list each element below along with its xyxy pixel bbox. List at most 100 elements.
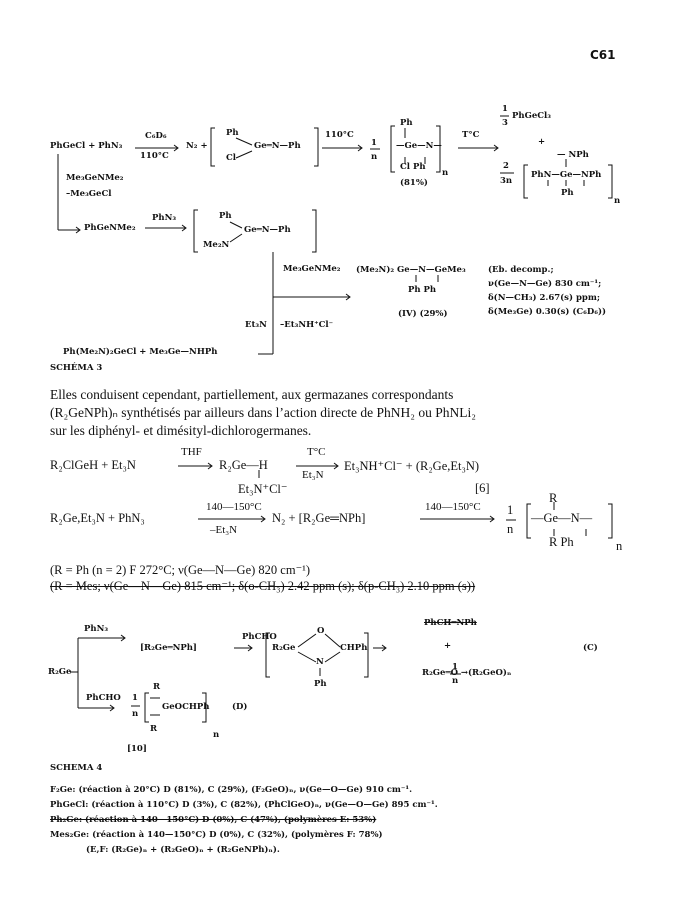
- s4-products-end: (R₂GeO)ₙ: [468, 668, 512, 678]
- s3-right2-mid: PhN—Ge—NPh: [531, 170, 602, 180]
- s4-products-plus: +: [444, 641, 452, 651]
- s3-lower-data2: ν(Ge—N—Ge) 830 cm⁻¹;: [488, 279, 602, 289]
- s3-lower-product-label: (IV) (29%): [398, 309, 448, 319]
- s3-branch-reagent2: –Me₃GeCl: [66, 189, 112, 199]
- s3-right1-den: 3: [502, 118, 508, 128]
- s3-frac-den: n: [371, 152, 378, 162]
- s3-lower-product-sub: Ph Ph: [408, 285, 437, 295]
- s3-frac-num: 1: [371, 138, 377, 148]
- s3-poly-n: n: [442, 168, 449, 178]
- paragraph-line3: sur les diphényl- et dimésityl-dichlorog…: [50, 423, 312, 438]
- s4-label-c: (C): [583, 643, 598, 653]
- s3-poly-bottom: Cl Ph: [400, 162, 426, 172]
- s3-right2-top: — NPh: [557, 150, 589, 160]
- s3-cond-bottom: 110°C: [140, 151, 169, 161]
- s4-ring-right: CHPh: [340, 643, 368, 653]
- eq2-mid: N₂ + [R₂Ge═NPh]: [272, 511, 366, 525]
- s3-n2: N₂ +: [186, 141, 208, 151]
- s3-yield: (81%): [400, 178, 428, 188]
- s4-bottom-r-top: R: [153, 682, 161, 692]
- eq1-cond2-top: T°C: [307, 446, 326, 458]
- s3-branch-cond: PhN₃: [152, 213, 177, 223]
- eq2-cond2: 140—150°C: [425, 501, 481, 513]
- s4-bottom-r-bottom: R: [150, 724, 158, 734]
- eq2-n: n: [616, 539, 623, 553]
- s3-poly-ph: Ph: [400, 118, 413, 128]
- eq2-cond-bottom: –Et₃N: [210, 524, 238, 536]
- eq2-frac-num: 1: [507, 503, 514, 517]
- s3-branch-reagent1: Me₃GeNMe₂: [66, 173, 124, 183]
- s3-lower-data1: (Eb. decomp.;: [488, 265, 554, 275]
- s4-bottom-n: n: [213, 730, 220, 740]
- s3-branch-center: Ge═N—Ph: [244, 225, 291, 235]
- s4-products-bottom: R₂Ge═O →: [422, 668, 469, 678]
- eq1-ref: [6]: [475, 481, 490, 495]
- eq1-cond2-bottom: Et₃N: [302, 469, 324, 481]
- eq1-right: Et₃NH⁺Cl⁻ + (R₂Ge,Et₃N): [344, 459, 480, 473]
- eq2-left: R₂Ge,Et₃N + PhN₃: [50, 511, 145, 525]
- s3-arrow2-cond: 110°C: [325, 130, 354, 140]
- s4-start: R₂Ge: [48, 667, 72, 677]
- s3-lower-start: Ph(Me₂N)₂GeCl + Me₃Ge—NHPh: [63, 347, 218, 357]
- s3-branch-product: PhGeNMe₂: [84, 223, 136, 233]
- s4-bottom-frac-den: n: [132, 709, 139, 719]
- s3-reactants: PhGeCl + PhN₃: [50, 141, 123, 151]
- s3-right1-text: PhGeCl₃: [512, 111, 551, 121]
- eq1-cond: THF: [181, 446, 202, 458]
- s3-bracket-center: Ge═N—Ph: [254, 141, 301, 151]
- eq2-poly-r-top: R: [549, 491, 558, 505]
- eq2-frac-den: n: [507, 522, 514, 536]
- schema4-label: SCHEMA 4: [50, 763, 103, 773]
- eq1-left: R₂ClGeH + Et₃N: [50, 458, 136, 472]
- results-line4: Mes₂Ge: (réaction à 140—150°C) D (0%), C…: [50, 830, 383, 840]
- s4-ring-ph: Ph: [314, 679, 327, 689]
- eq-note1: (R = Ph (n = 2) F 272°C; ν(Ge—N—Ge) 820 …: [50, 563, 311, 577]
- eq2-poly: —Ge—N—: [531, 511, 593, 525]
- s3-bracket-cl: Cl: [226, 153, 236, 163]
- results-line3: Ph₂Ge: (réaction à 140—150°C) D (0%), C …: [50, 815, 377, 825]
- paragraph-line2: (R₂GeNPh)ₙ synthétisés par ailleurs dans…: [50, 405, 476, 420]
- s3-cond-top: C₆D₆: [145, 131, 167, 141]
- s4-bottom-cond: PhCHO: [86, 693, 121, 703]
- paragraph-line1: Elles conduisent cependant, partiellemen…: [50, 387, 454, 402]
- s3-right2-bottom: Ph: [561, 188, 574, 198]
- s3-lower-reagent-top: Me₃GeNMe₂: [283, 264, 341, 274]
- results-line1: F₂Ge: (réaction à 20°C) D (81%), C (29%)…: [50, 785, 413, 795]
- results-line5: (E,F: (R₂Ge)ₙ + (R₂GeO)ₙ + (R₂GeNPh)ₙ).: [86, 845, 280, 855]
- s3-bracket-ph: Ph: [226, 128, 239, 138]
- s3-poly-ge: —Ge—N—: [396, 141, 442, 151]
- eq2-poly-bottom: R Ph: [549, 535, 574, 549]
- schema3-label: SCHÉMA 3: [50, 363, 103, 373]
- s3-branch-me2n: Me₂N: [203, 240, 230, 250]
- s3-arrow3-cond: T°C: [462, 130, 480, 140]
- eq-note2: (R = Mes; ν(Ge—N—Ge) 815 cm⁻¹; δ(o-CH₃) …: [50, 579, 476, 593]
- s4-ring-n: N: [316, 657, 324, 667]
- s3-lower-reagent-left: Et₃N: [245, 320, 267, 330]
- s3-right2-num: 2: [503, 161, 509, 171]
- s3-branch-ph: Ph: [219, 211, 232, 221]
- s4-ring-left: R₂Ge: [272, 643, 296, 653]
- s3-lower-product: (Me₂N)₂ Ge—N—GeMe₃: [356, 265, 466, 275]
- s4-bottom-frac-num: 1: [132, 693, 138, 703]
- s3-right1-num: 1: [502, 104, 508, 114]
- s3-plus: +: [538, 137, 546, 147]
- s3-right2-n: n: [614, 196, 621, 206]
- results-line2: PhGeCl: (réaction à 110°C) D (3%), C (82…: [50, 800, 438, 810]
- s4-cond2: PhCHO: [242, 632, 277, 642]
- s3-lower-reagent-right: –Et₃NH⁺Cl⁻: [280, 320, 334, 330]
- s3-lower-data4: δ(Me₃Ge) 0.30(s) (C₆D₆)): [488, 307, 607, 317]
- s4-label-d: (D): [232, 702, 248, 712]
- s4-ref: [10]: [127, 744, 147, 754]
- page-number: C61: [590, 48, 616, 62]
- s4-frac-den: n: [452, 676, 459, 686]
- s4-top-cond: PhN₃: [84, 624, 109, 634]
- eq1-mid: R₂Ge—H: [219, 458, 268, 472]
- s4-top-product: [R₂Ge═NPh]: [140, 643, 197, 653]
- eq2-cond-top: 140—150°C: [206, 501, 262, 513]
- s4-ring-o: O: [317, 626, 325, 636]
- s4-bottom-poly: GeOCHPh: [162, 702, 210, 712]
- s4-products-top: PhCH═NPh: [424, 618, 477, 628]
